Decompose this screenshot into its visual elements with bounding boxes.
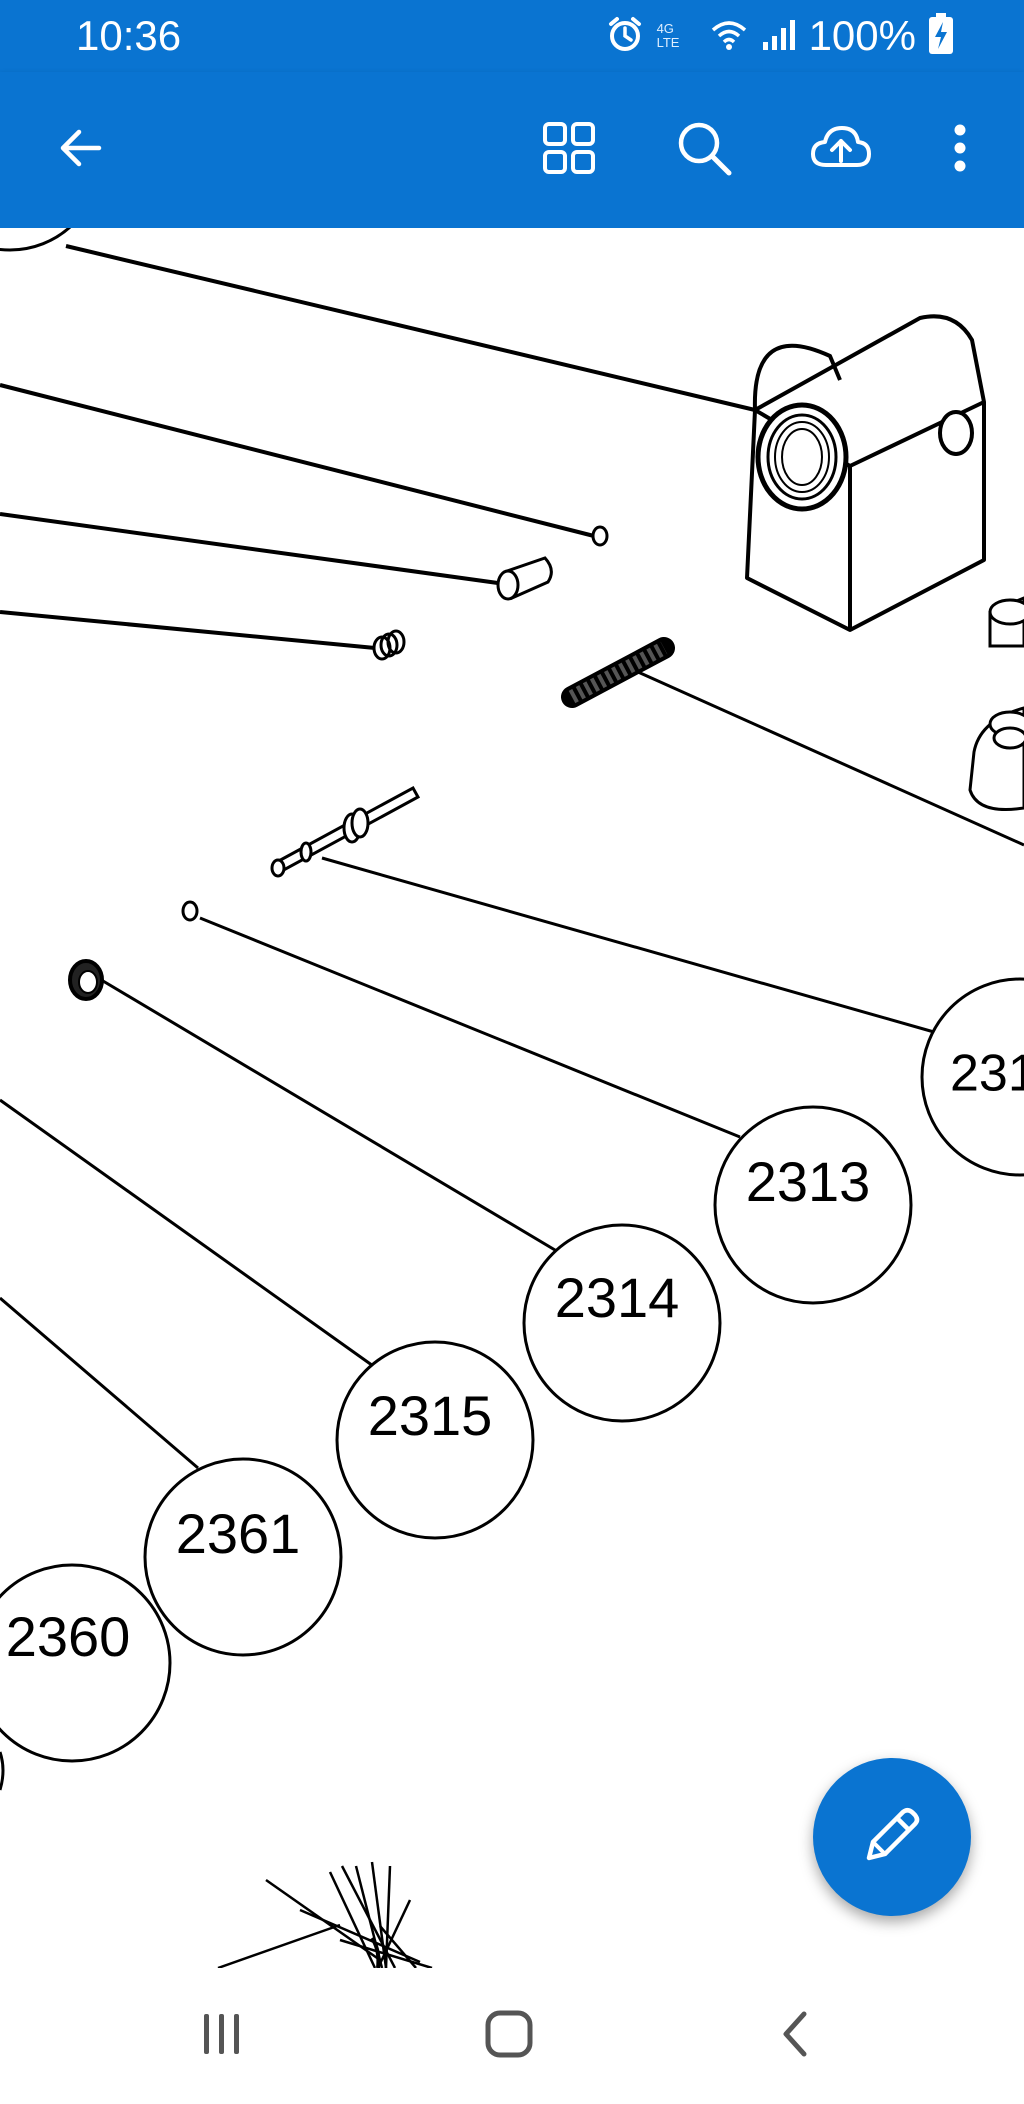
o-ring-part xyxy=(181,900,199,922)
status-icons: 4G LTE 100% xyxy=(605,10,954,62)
pin-part xyxy=(496,556,553,601)
callout-circle-2315 xyxy=(335,1340,535,1540)
alarm-icon xyxy=(605,14,645,59)
status-time: 10:36 xyxy=(76,12,182,59)
grid-view-icon xyxy=(541,120,597,181)
search-icon xyxy=(675,119,733,182)
coil-spring-part xyxy=(561,637,675,708)
callout-label-2360: 2360 xyxy=(6,1605,131,1668)
grid-view-button[interactable] xyxy=(519,100,619,200)
valve-stem-part xyxy=(270,785,421,878)
upload-button[interactable] xyxy=(791,100,891,200)
callout-label-2313: 2313 xyxy=(746,1150,871,1213)
wifi-icon xyxy=(709,14,749,59)
battery-charging-icon xyxy=(928,12,954,60)
signal-icon xyxy=(761,14,797,59)
more-options-button[interactable] xyxy=(910,100,1010,200)
back-button[interactable] xyxy=(30,100,130,200)
spiky-part-fragment xyxy=(217,1861,433,1968)
callout-circle-2360 xyxy=(0,1563,172,1763)
cloud-upload-icon xyxy=(810,123,872,178)
home-button[interactable] xyxy=(449,1986,569,2086)
callout-label-2314: 2314 xyxy=(555,1266,680,1329)
housing-block-part xyxy=(745,314,986,632)
back-icon xyxy=(772,2008,820,2065)
home-icon xyxy=(483,2008,535,2065)
drawing-canvas[interactable]: 231 2313 2314 2315 2361 2360 xyxy=(0,228,1024,1968)
washer-part xyxy=(68,959,104,1001)
callout-circle-2314 xyxy=(522,1223,722,1423)
callout-label-231: 231 xyxy=(950,1045,1024,1103)
system-back-button[interactable] xyxy=(736,1986,856,2086)
fitting-parts xyxy=(968,596,1024,812)
callout-circle-2361 xyxy=(143,1457,343,1657)
exploded-parts-diagram: 231 2313 2314 2315 2361 2360 xyxy=(0,228,1024,1968)
callout-label-2361: 2361 xyxy=(176,1502,301,1565)
callout-circle-2313 xyxy=(713,1105,913,1305)
network-type-label: 4G LTE xyxy=(656,21,680,50)
system-navigation-bar xyxy=(0,1968,1024,2104)
recent-apps-icon xyxy=(198,2010,246,2063)
callout-circle-partial-top xyxy=(0,228,72,252)
pencil-icon xyxy=(859,1802,925,1873)
back-arrow-icon xyxy=(55,123,105,178)
more-vertical-icon xyxy=(952,123,968,178)
app-bar xyxy=(0,72,1024,228)
recent-apps-button[interactable] xyxy=(162,1986,282,2086)
status-bar: 10:36 4G LTE 100% xyxy=(0,0,1024,72)
callout-circle-231 xyxy=(920,977,1024,1177)
o-ring-small-part xyxy=(591,525,609,547)
edit-fab-button[interactable] xyxy=(813,1758,971,1916)
search-button[interactable] xyxy=(654,100,754,200)
small-spring-part xyxy=(372,629,406,661)
callout-circle-partial-bottom xyxy=(0,1751,5,1791)
callout-label-2315: 2315 xyxy=(368,1384,493,1447)
battery-percentage: 100% xyxy=(808,12,916,59)
